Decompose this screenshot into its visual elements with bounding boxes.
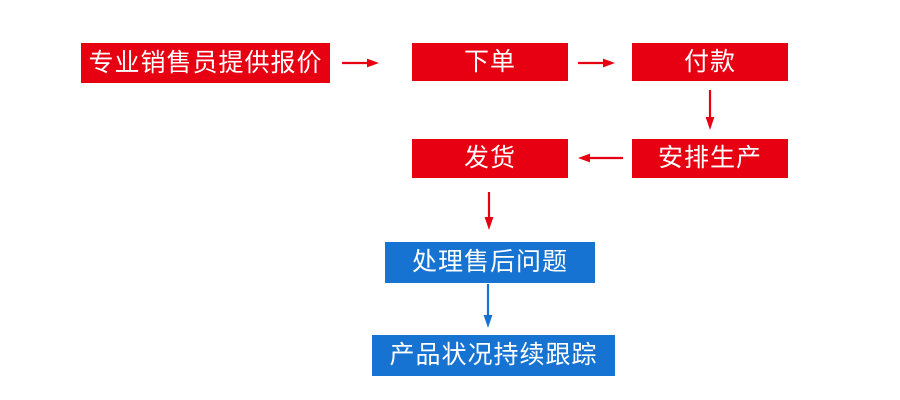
edge-order-to-payment: [577, 56, 615, 70]
flow-node-quote-label: 专业销售员提供报价: [88, 48, 323, 77]
edge-quote-to-order: [341, 56, 379, 70]
flow-node-production: 安排生产: [632, 139, 788, 178]
flow-node-order: 下单: [412, 43, 568, 81]
edge-aftersales-to-tracking: [481, 284, 495, 328]
flow-node-tracking-label: 产品状况持续跟踪: [389, 341, 598, 369]
edge-production-to-shipping: [576, 151, 624, 165]
arrow-left-icon: [578, 153, 623, 163]
arrow-down-icon: [705, 90, 715, 130]
flow-node-payment: 付款: [632, 43, 788, 81]
flow-node-tracking: 产品状况持续跟踪: [372, 335, 615, 376]
arrow-right-icon: [342, 58, 379, 68]
flow-node-aftersales: 处理售后问题: [385, 242, 595, 283]
flow-node-order-label: 下单: [463, 47, 516, 76]
arrow-down-icon: [484, 192, 494, 230]
edge-shipping-to-aftersales: [482, 192, 496, 230]
flow-node-production-label: 安排生产: [657, 144, 762, 172]
flow-node-aftersales-label: 处理售后问题: [411, 248, 568, 276]
flow-node-shipping-label: 发货: [463, 144, 516, 172]
arrow-right-icon: [578, 58, 615, 68]
flow-node-quote: 专业销售员提供报价: [81, 43, 330, 83]
flow-node-shipping: 发货: [412, 139, 568, 178]
flow-node-payment-label: 付款: [683, 47, 736, 76]
edge-payment-to-production: [703, 90, 717, 130]
arrow-down-icon: [483, 284, 493, 328]
